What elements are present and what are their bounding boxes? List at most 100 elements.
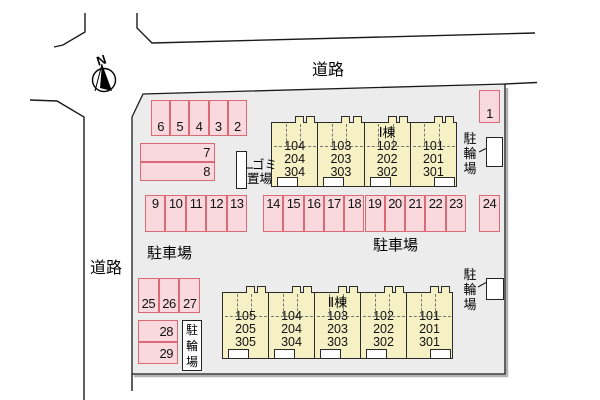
parking-space-number: 22 — [428, 196, 443, 211]
unit-dashed-line — [434, 294, 436, 316]
unit-dashed-line — [328, 294, 330, 316]
room-number: 204 — [281, 322, 302, 336]
balcony-bump-icon — [383, 286, 393, 293]
balcony-bump-icon — [295, 116, 305, 123]
bicycle-parking-label-bottom-right: 駐輪場 — [463, 267, 477, 312]
compass-north-label: N — [94, 52, 108, 69]
balcony-bump-icon — [387, 116, 397, 123]
parking-space-18: 18 — [344, 195, 365, 232]
parking-space-number: 2 — [234, 119, 241, 134]
unit-dashed-line — [285, 124, 287, 146]
balcony-bump-icon — [398, 116, 408, 123]
compass: N — [91, 52, 117, 93]
parking-space-3: 3 — [208, 100, 228, 136]
unit-dashed-line — [236, 294, 238, 316]
parking-space-11: 11 — [185, 195, 207, 232]
balcony-bump-icon — [303, 286, 313, 293]
unit-dashed-line — [300, 124, 302, 146]
balcony-bump-icon — [306, 116, 316, 123]
room-number: 301 — [422, 165, 444, 179]
road-edge-top-south-extension — [504, 81, 538, 85]
room-number: 203 — [330, 152, 352, 166]
room-number: 103 — [330, 139, 352, 153]
balcony-bump-icon — [337, 286, 347, 293]
room-number: 304 — [284, 165, 306, 179]
unit-dashed-line — [438, 124, 440, 146]
parking-space-number: 14 — [266, 196, 280, 211]
parking-space-number: 25 — [141, 296, 156, 311]
room-number: 201 — [419, 322, 440, 336]
parking-space-2: 2 — [227, 100, 247, 136]
parking-space-number: 17 — [327, 196, 341, 211]
bicycle-parking-label-top-right: 駐輪場 — [463, 131, 477, 176]
bicycle-bottom-leader-line — [477, 281, 488, 288]
balcony-bump-icon — [352, 116, 362, 123]
unit-entrance — [434, 177, 455, 187]
garbage-area-label-line1: ゴミ — [252, 158, 278, 172]
parking-space-number: 9 — [151, 196, 159, 211]
unit-entrance — [320, 349, 341, 359]
room-number: 102 — [376, 139, 398, 153]
unit-dashed-line — [392, 124, 394, 146]
garbage-area-label-line2: 置場 — [247, 172, 273, 186]
unit-dashed-line — [271, 316, 313, 317]
parking-space-24: 24 — [479, 195, 500, 232]
room-number: 304 — [281, 335, 302, 349]
room-number: 202 — [376, 152, 398, 166]
room-number: 303 — [330, 165, 352, 179]
room-number: 201 — [422, 152, 444, 166]
unit-dashed-line — [320, 146, 363, 147]
parking-space-number: 28 — [159, 323, 174, 339]
unit-dashed-line — [420, 294, 422, 316]
parking-space-number: 27 — [183, 296, 197, 311]
building-name-label: Ⅱ棟 — [327, 295, 348, 310]
garbage-area-label: ゴミ 置場 — [247, 158, 278, 186]
unit-dashed-line — [363, 316, 405, 317]
unit-dashed-line — [388, 294, 390, 316]
parking-space-29: 29 — [138, 342, 178, 364]
room-number: 301 — [419, 335, 440, 349]
bicycle-top-leader-line — [478, 147, 488, 153]
parking-space-12: 12 — [206, 195, 227, 232]
balcony-bump-icon — [245, 286, 255, 293]
unit-dashed-line — [331, 124, 333, 146]
compass-needle-edge — [94, 63, 103, 92]
unit-dashed-line — [274, 146, 317, 147]
room-number: 204 — [284, 152, 306, 166]
parking-space-23: 23 — [445, 195, 466, 232]
parking-space-number: 13 — [230, 196, 244, 211]
room-number: 102 — [373, 309, 394, 323]
unit-dashed-line — [282, 294, 284, 316]
parking-space-number: 11 — [189, 196, 203, 211]
parking-space-number: 20 — [388, 196, 402, 211]
balcony-bump-icon — [429, 286, 439, 293]
room-number: 202 — [373, 322, 394, 336]
unit-dashed-line — [378, 124, 380, 146]
unit-dashed-line — [346, 124, 348, 146]
room-number: 302 — [376, 165, 398, 179]
road-edge-left-top — [53, 13, 86, 48]
parking-space-number: 10 — [168, 196, 183, 211]
balcony-bump-icon — [341, 116, 351, 123]
balcony-bump-icon — [433, 116, 443, 123]
balcony-bump-icon — [257, 286, 267, 293]
unit-dashed-line — [225, 316, 267, 317]
parking-space-5: 5 — [170, 100, 190, 136]
parking-space-number: 24 — [482, 196, 497, 211]
